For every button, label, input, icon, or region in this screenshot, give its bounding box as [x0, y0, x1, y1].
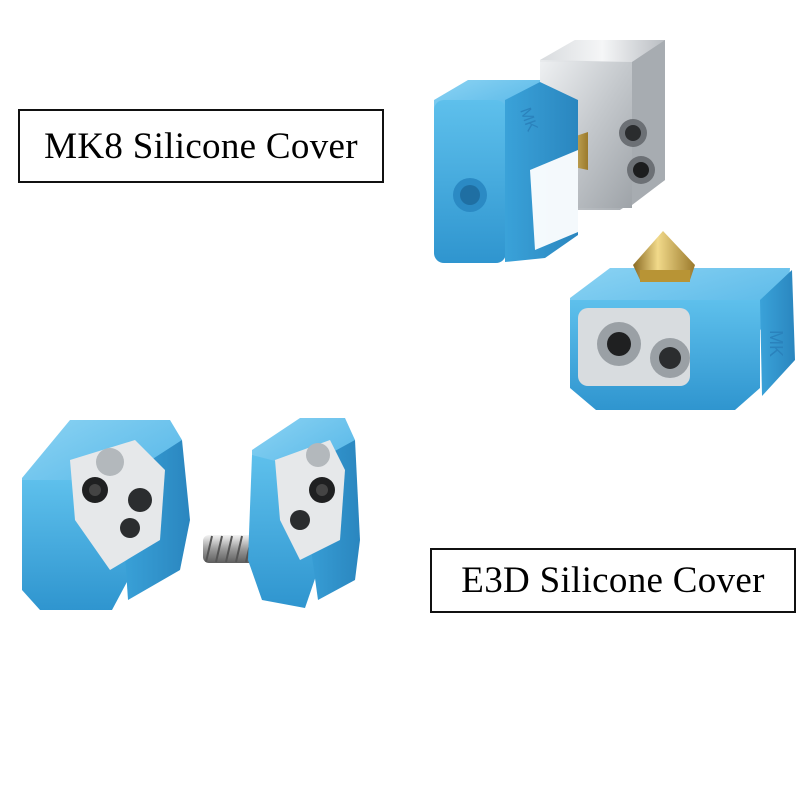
mk8-silicone-sock-with-heater-block: MK — [434, 40, 665, 263]
mk8-silicone-cover-label: MK8 Silicone Cover — [18, 109, 384, 183]
svg-text:MK: MK — [766, 330, 786, 357]
e3d-silicone-sock-right-with-throat-screw — [203, 418, 360, 608]
mk8-silicone-sock-with-nozzle: MK — [570, 231, 795, 410]
e3d-silicone-sock-left — [22, 420, 190, 610]
e3d-silicone-cover-label: E3D Silicone Cover — [430, 548, 796, 613]
